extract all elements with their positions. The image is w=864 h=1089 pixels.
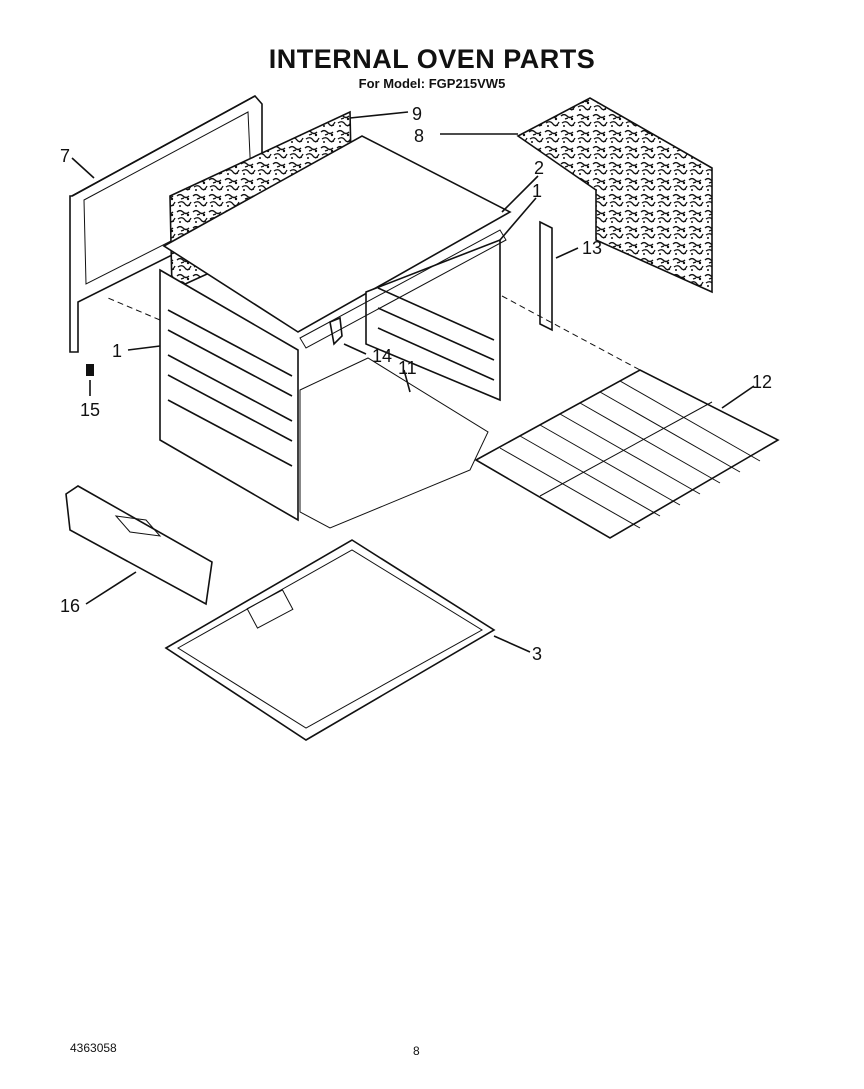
callout-1-lower: 1	[112, 341, 122, 361]
part-3-oven-bottom	[164, 539, 496, 741]
callout-14: 14	[372, 346, 392, 366]
callout-9: 9	[412, 104, 422, 124]
callout-1-upper: 1	[532, 181, 542, 201]
part-12-oven-rack	[474, 369, 780, 539]
callout-12: 12	[752, 372, 772, 392]
part-8-side-insulation	[516, 97, 713, 294]
model-subtitle: For Model: FGP215VW5	[358, 76, 506, 91]
alignment-lines	[107, 295, 641, 371]
callout-8: 8	[414, 126, 424, 146]
part-15-screw	[86, 364, 94, 376]
leader-lines	[71, 111, 755, 653]
oven-liner-assembly	[159, 135, 512, 529]
part-16-front-trim	[65, 485, 213, 606]
document-number: 4363058	[70, 1041, 117, 1055]
part-13-side-strip	[539, 220, 553, 332]
callout-15: 15	[80, 400, 100, 420]
callout-13: 13	[582, 238, 602, 258]
page-title: INTERNAL OVEN PARTS	[268, 44, 596, 74]
callout-7: 7	[60, 146, 70, 166]
callout-11: 11	[398, 358, 417, 378]
part-14-clip	[329, 316, 343, 346]
callout-3: 3	[532, 644, 542, 664]
page-number: 8	[413, 1044, 420, 1058]
callout-16: 16	[60, 596, 80, 616]
callout-2: 2	[534, 158, 544, 178]
